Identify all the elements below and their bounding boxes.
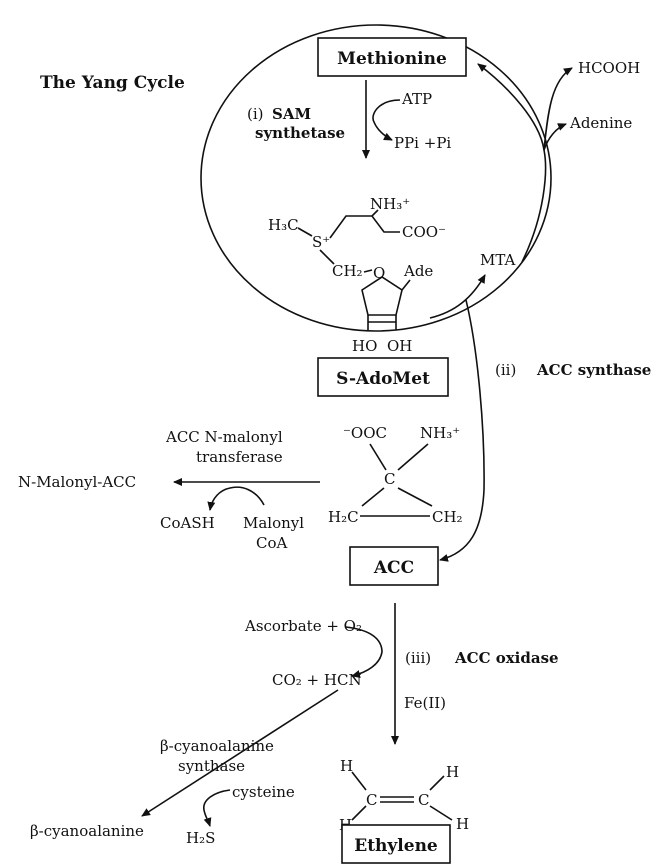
methionine-label: Methionine bbox=[337, 49, 447, 69]
cysteine-label: cysteine bbox=[232, 783, 295, 801]
hcooh-label: HCOOH bbox=[578, 59, 640, 77]
acc-label: ACC bbox=[373, 558, 414, 578]
sam-ch2: CH₂ bbox=[332, 262, 363, 280]
acc-oxidase-number: (iii) bbox=[405, 649, 431, 667]
sam-synthetase-label-1: SAM bbox=[272, 105, 311, 123]
yang-cycle-ellipse bbox=[200, 24, 552, 332]
acc-h2c: H₂C bbox=[328, 508, 359, 526]
ethylene-h-br: H bbox=[456, 815, 469, 833]
sam-to-mta-arrow bbox=[429, 274, 486, 319]
ethylene-c-right: C bbox=[418, 791, 429, 809]
malonyl-transferase-label-1: ACC N-malonyl bbox=[165, 428, 283, 446]
coash-label: CoASH bbox=[160, 514, 215, 532]
sam-s: S⁺ bbox=[312, 233, 330, 251]
mta-recycle-arrow bbox=[477, 63, 547, 263]
acc-ooc: ⁻OOC bbox=[343, 424, 387, 442]
acc-nh3: NH₃⁺ bbox=[420, 424, 460, 442]
ethylene-label: Ethylene bbox=[354, 836, 438, 856]
malonyl-coa-label-1: Malonyl bbox=[243, 514, 304, 532]
acc-c: C bbox=[384, 470, 395, 488]
adenine-label: Adenine bbox=[569, 114, 632, 132]
b-cyanoalanine-label: β-cyanoalanine bbox=[30, 822, 144, 840]
cyanoalanine-synthase-label-1: β-cyanoalanine bbox=[160, 737, 274, 755]
sam-structure: NH₃⁺ COO⁻ H₃C S⁺ CH₂ O Ade HO OH bbox=[268, 195, 446, 355]
atp-curve-arrow bbox=[372, 99, 401, 141]
hcooh-arrow bbox=[543, 67, 573, 151]
co2-hcn-label: CO₂ + HCN bbox=[272, 671, 362, 689]
acc-synthase-label: ACC synthase bbox=[536, 361, 651, 379]
cyanoalanine-synthase-label-2: synthase bbox=[178, 757, 245, 775]
acc-box bbox=[349, 546, 439, 586]
ppi-pi-label: PPi +Pi bbox=[394, 134, 451, 152]
sam-nh3: NH₃⁺ bbox=[370, 195, 410, 213]
fe2-label: Fe(II) bbox=[404, 694, 446, 712]
methionine-box bbox=[317, 37, 467, 77]
atp-label: ATP bbox=[401, 90, 432, 108]
sam-ade: Ade bbox=[403, 262, 433, 280]
mta-label: MTA bbox=[480, 251, 516, 269]
ethylene-h-tl: H bbox=[340, 757, 353, 775]
s-adomet-box bbox=[317, 357, 449, 397]
ethylene-c-left: C bbox=[366, 791, 377, 809]
sam-oh: OH bbox=[387, 337, 412, 355]
acc-oxidase-label: ACC oxidase bbox=[454, 649, 559, 667]
adenine-arrow bbox=[543, 123, 567, 151]
h2s-label: H₂S bbox=[186, 829, 215, 847]
sam-ho: HO bbox=[352, 337, 377, 355]
ascorbate-o2-label: Ascorbate + O₂ bbox=[244, 617, 362, 635]
ethylene-box bbox=[341, 824, 451, 864]
hcn-detox-arrow bbox=[141, 689, 339, 817]
s-adomet-label: S-AdoMet bbox=[336, 369, 430, 389]
n-malonyl-acc-label: N-Malonyl-ACC bbox=[18, 473, 136, 491]
diagram-title: The Yang Cycle bbox=[40, 73, 185, 93]
acc-ch2: CH₂ bbox=[432, 508, 463, 526]
ethylene-structure: H H H H C C bbox=[339, 757, 469, 834]
sam-coo: COO⁻ bbox=[402, 223, 446, 241]
acc-structure: ⁻OOC NH₃⁺ C H₂C CH₂ bbox=[328, 424, 463, 526]
sam-h3c: H₃C bbox=[268, 216, 299, 234]
acc-synthase-number: (ii) bbox=[495, 361, 516, 379]
cysteine-curve-arrow bbox=[203, 789, 231, 827]
ethylene-h-tr: H bbox=[446, 763, 459, 781]
sam-synthetase-label-2: synthetase bbox=[255, 124, 345, 142]
malonyl-coa-label-2: CoA bbox=[256, 534, 288, 552]
acc-synthase-arrow bbox=[439, 299, 485, 562]
malonyl-coa-curve bbox=[207, 486, 265, 511]
sam-synthetase-number: (i) bbox=[247, 105, 264, 123]
ascorbate-curve-arrow bbox=[345, 626, 383, 678]
malonyl-transferase-label-2: transferase bbox=[196, 448, 283, 466]
